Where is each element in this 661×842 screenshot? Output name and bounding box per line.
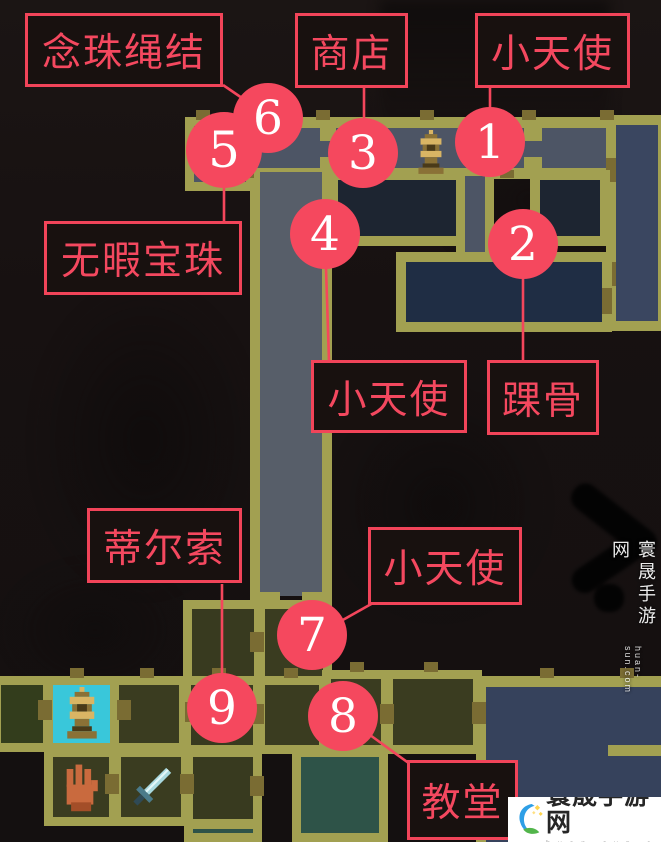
- room-right-tall: [606, 115, 661, 331]
- door-notch: [105, 774, 119, 794]
- label-text: 念珠绳结: [41, 32, 206, 75]
- marker-number: 4: [310, 206, 340, 262]
- label-text: 商店: [310, 32, 393, 76]
- door-notch: [540, 668, 554, 678]
- label-text: 小天使: [490, 32, 614, 76]
- map-marker-5: 5: [186, 112, 262, 188]
- door-gap: [602, 288, 612, 314]
- altar-statue-icon: [67, 687, 97, 739]
- label-text: 踝骨: [501, 379, 584, 423]
- marker-number: 1: [475, 114, 505, 170]
- marker-number: 9: [207, 680, 237, 736]
- connector-line-7: [340, 601, 374, 623]
- vertical-watermark: 寰晟手游网 huan-sun.com: [607, 540, 659, 720]
- door-notch: [424, 662, 438, 672]
- door-gap: [524, 141, 542, 157]
- door-notch: [522, 110, 536, 120]
- passage-mid: [456, 176, 494, 264]
- site-logo-icon: [519, 803, 543, 834]
- door-notch: [70, 668, 84, 678]
- label-text: 教堂: [421, 782, 504, 825]
- label-church: 教堂: [407, 760, 518, 840]
- map-marker-9: 9: [187, 673, 257, 743]
- hand-relic-icon: [66, 764, 98, 812]
- room-u: [184, 820, 262, 842]
- label-text: 蒂尔索: [102, 527, 226, 571]
- sword-icon: [133, 767, 172, 806]
- label-tirso: 蒂尔索: [87, 508, 242, 583]
- label-cherub-7: 小天使: [368, 527, 522, 605]
- room-o: [384, 670, 482, 754]
- door-notch: [250, 776, 264, 796]
- label-prayer-beads: 念珠绳结: [25, 13, 223, 87]
- door-notch: [140, 668, 154, 678]
- wall-seg: [608, 745, 661, 756]
- label-anklebone: 踝骨: [487, 360, 599, 435]
- door-notch: [250, 632, 264, 652]
- watermark-site-url: h u a n - s u n . c o m: [546, 839, 661, 842]
- door-notch: [284, 668, 298, 678]
- room-green: [292, 748, 388, 842]
- door-notch: [196, 110, 210, 120]
- site-watermark: 寰晟手游网 h u a n - s u n . c o m: [508, 797, 661, 842]
- marker-number: 8: [328, 688, 358, 744]
- door-notch: [38, 700, 52, 720]
- map-marker-4: 4: [290, 199, 360, 269]
- door-notch: [420, 110, 434, 120]
- door-notch: [500, 170, 514, 178]
- label-flawless-orb: 无暇宝珠: [44, 221, 242, 295]
- watermark-site-name: 寰晟手游网: [610, 540, 656, 628]
- marker-number: 7: [297, 607, 327, 663]
- map-marker-1: 1: [455, 107, 525, 177]
- label-shop: 商店: [295, 13, 408, 88]
- door-notch: [600, 110, 614, 120]
- watermark-site-name: 寰晟手游网: [546, 797, 649, 837]
- door-notch: [350, 662, 364, 672]
- door-notch: [472, 702, 486, 724]
- map-marker-8: 8: [308, 681, 378, 751]
- altar-statue-icon: [418, 130, 444, 174]
- label-text: 无暇宝珠: [60, 240, 225, 283]
- marker-number: 2: [508, 216, 538, 272]
- label-text: 小天使: [327, 378, 451, 422]
- door-notch: [180, 774, 194, 794]
- label-cherub-4: 小天使: [311, 360, 467, 433]
- map-marker-2: 2: [488, 209, 558, 279]
- door-notch: [380, 704, 394, 724]
- map-marker-3: 3: [328, 118, 398, 188]
- marker-number: 3: [348, 125, 378, 181]
- door-notch: [117, 700, 131, 720]
- door-gap: [606, 158, 616, 182]
- map-marker-7: 7: [277, 600, 347, 670]
- marker-number: 5: [208, 121, 240, 179]
- watermark-site-url: huan-sun.com: [623, 646, 643, 695]
- door-notch: [316, 110, 330, 120]
- label-text: 小天使: [383, 548, 507, 591]
- door-notch: [620, 668, 634, 678]
- label-cherub-1: 小天使: [475, 13, 630, 88]
- ink-blot: [565, 472, 661, 624]
